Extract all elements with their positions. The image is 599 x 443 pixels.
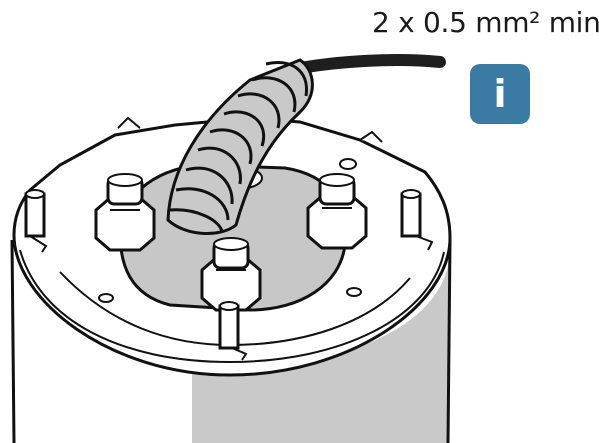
power-cable: [284, 54, 446, 76]
terminal-nut-left: [94, 173, 156, 252]
info-glyph: i: [493, 72, 507, 116]
terminal-nut-front: [200, 237, 262, 312]
mounting-bolt-left: [24, 189, 48, 253]
info-icon[interactable]: i: [470, 64, 530, 124]
terminal-nut-right: [306, 173, 368, 250]
mounting-bolt-right: [400, 189, 434, 251]
cable-spec-label: 2 x 0.5 mm² min: [372, 6, 599, 39]
mounting-bolt-front: [218, 301, 248, 361]
spiral-cable-sleeve: [166, 58, 314, 236]
